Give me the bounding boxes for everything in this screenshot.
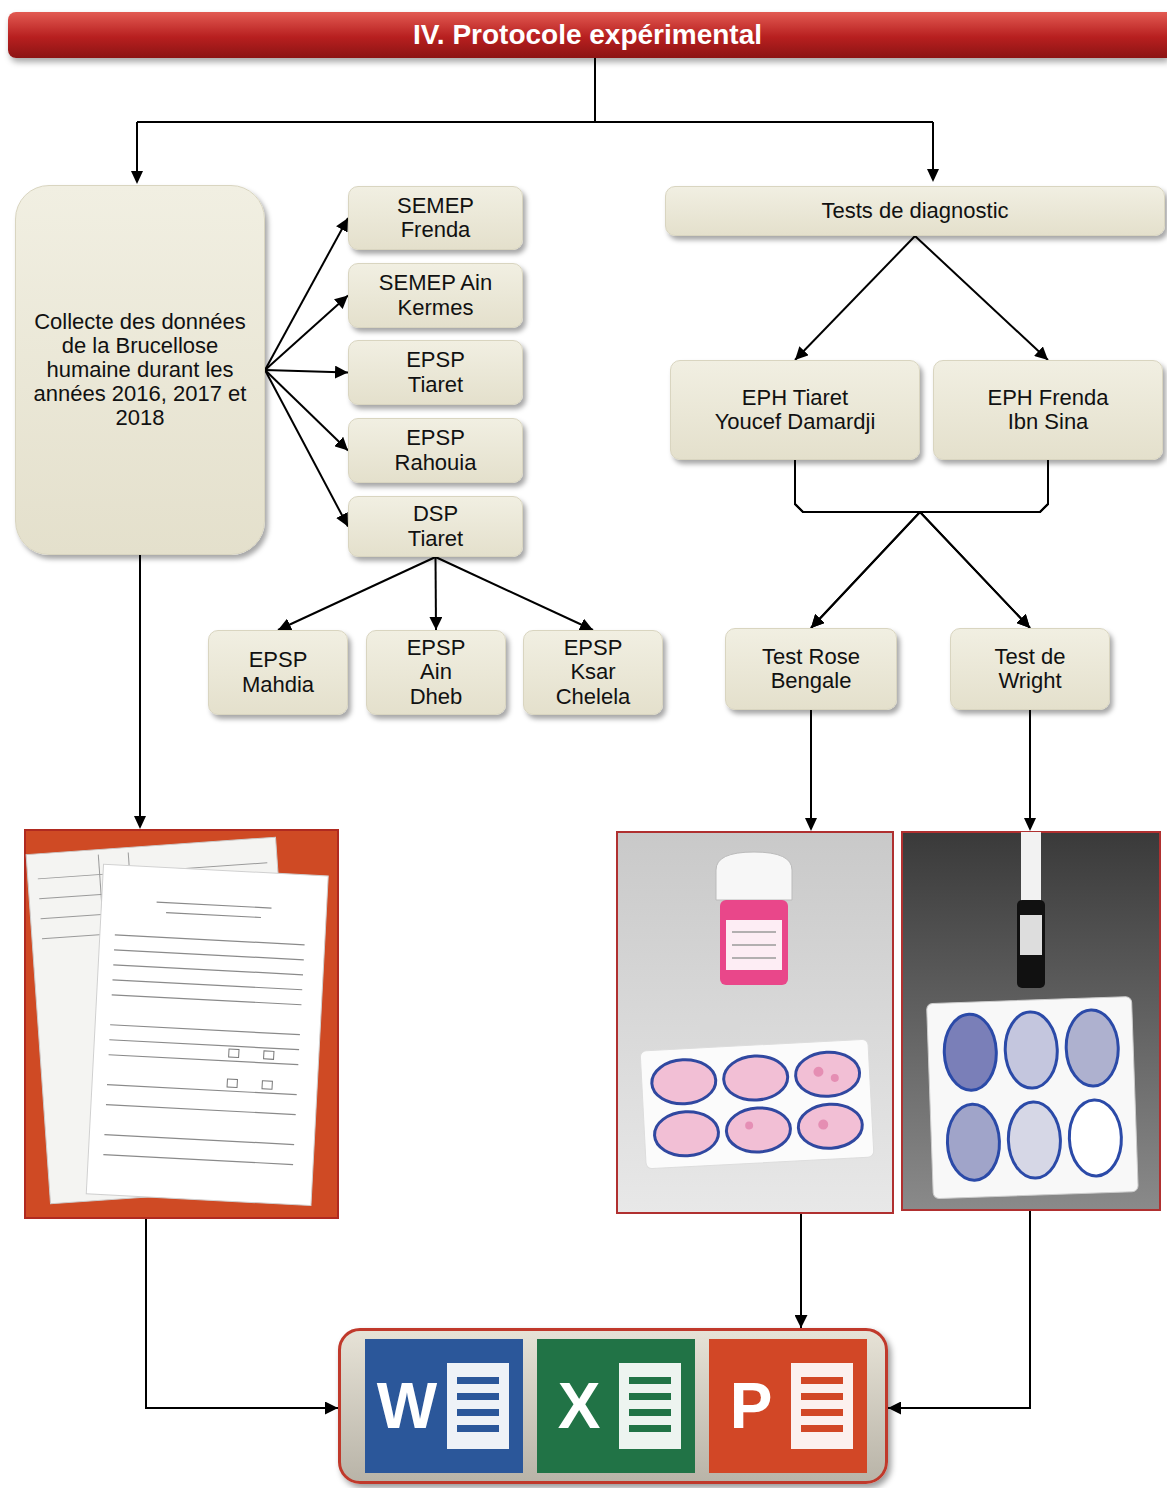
icon-letter: P (715, 1339, 787, 1473)
tree-arrowheads (131, 169, 939, 184)
process-box: EPSP Mahdia (208, 630, 348, 715)
process-box: SEMEP Ain Kermes (348, 263, 523, 328)
title-tree-lines (137, 58, 933, 172)
box-label: SEMEP Ain Kermes (373, 271, 498, 319)
process-box: EPH Frenda Ibn Sina (933, 360, 1163, 460)
connector-arrow (801, 710, 817, 1328)
connector-arrow (265, 370, 348, 527)
connector-line (795, 460, 920, 628)
arrowhead (134, 816, 146, 829)
box-label: SEMEP Frenda (371, 194, 501, 242)
survey-forms-photo (25, 830, 338, 1218)
connector-arrow (920, 460, 1048, 628)
process-box: EPSP Rahouia (348, 418, 523, 483)
connector-arrow (265, 370, 348, 451)
process-box: EPSP Ain Dheb (366, 630, 506, 715)
box-label: EPSP Rahouia (381, 426, 491, 474)
connector-line (915, 236, 1048, 360)
connector-line (265, 218, 348, 370)
connector-line (265, 296, 348, 371)
box-label: EPSP Mahdia (228, 648, 328, 696)
software-panel: WXP (338, 1328, 888, 1484)
connector-arrow (915, 236, 1048, 360)
connector-line (436, 557, 594, 630)
connector-arrow (795, 460, 1030, 628)
arrowhead (131, 171, 143, 184)
connector-line (278, 557, 436, 630)
arrowhead (805, 818, 817, 831)
connector-line (811, 460, 1048, 628)
box-label: Tests de diagnostic (821, 199, 1008, 223)
process-box: EPSP Tiaret (348, 340, 523, 405)
connector-line (265, 370, 348, 451)
connector-arrow (265, 296, 348, 371)
connector-line (888, 710, 1030, 1408)
process-box: Test de Wright (950, 628, 1110, 710)
connector-arrow (811, 460, 1048, 628)
process-box: EPH Tiaret Youcef Damardji (670, 360, 920, 460)
process-box: Test Rose Bengale (725, 628, 897, 710)
connector-line (801, 710, 811, 1328)
tree-line (137, 58, 933, 172)
connector-arrow (265, 370, 348, 373)
icon-letter: W (371, 1339, 443, 1473)
process-box: Collecte des données de la Brucellose hu… (15, 185, 265, 555)
connector-line (795, 460, 1030, 628)
process-box: SEMEP Frenda (348, 186, 523, 250)
box-label: Test Rose Bengale (736, 645, 886, 693)
connector-line (265, 370, 348, 527)
app-icon: X (537, 1339, 695, 1473)
box-label: EPSP Tiaret (381, 348, 491, 396)
connector-arrow (888, 710, 1036, 1408)
wright-test-photo (902, 832, 1160, 1210)
box-label: DSP Tiaret (386, 502, 486, 550)
box-label: EPSP Ksar Chelela (553, 636, 633, 709)
box-label: EPH Frenda Ibn Sina (973, 386, 1123, 434)
app-icon: W (365, 1339, 523, 1473)
process-box: EPSP Ksar Chelela (523, 630, 663, 715)
box-label: Collecte des données de la Brucellose hu… (33, 310, 248, 431)
connector-arrow (265, 218, 348, 370)
process-box: Tests de diagnostic (665, 186, 1165, 236)
connector-arrow (278, 557, 436, 630)
connector-arrow (795, 460, 920, 628)
connector-arrow (436, 557, 594, 630)
connector-line (795, 236, 915, 360)
box-label: Test de Wright (970, 645, 1090, 693)
connector-line (920, 460, 1048, 628)
connector-arrow (795, 236, 915, 360)
title-text: IV. Protocole expérimental (413, 19, 762, 51)
arrowhead (1024, 818, 1036, 831)
app-icon: P (709, 1339, 867, 1473)
box-label: EPSP Ain Dheb (401, 636, 471, 709)
arrowhead (927, 169, 939, 182)
title-band: IV. Protocole expérimental (8, 12, 1167, 58)
rose-bengale-photo (617, 832, 893, 1213)
icon-letter: X (543, 1339, 615, 1473)
connector-line (435, 557, 438, 630)
box-label: EPH Tiaret Youcef Damardji (710, 386, 880, 434)
process-box: DSP Tiaret (348, 496, 523, 557)
connector-line (265, 370, 348, 373)
connector-arrow (435, 557, 437, 630)
